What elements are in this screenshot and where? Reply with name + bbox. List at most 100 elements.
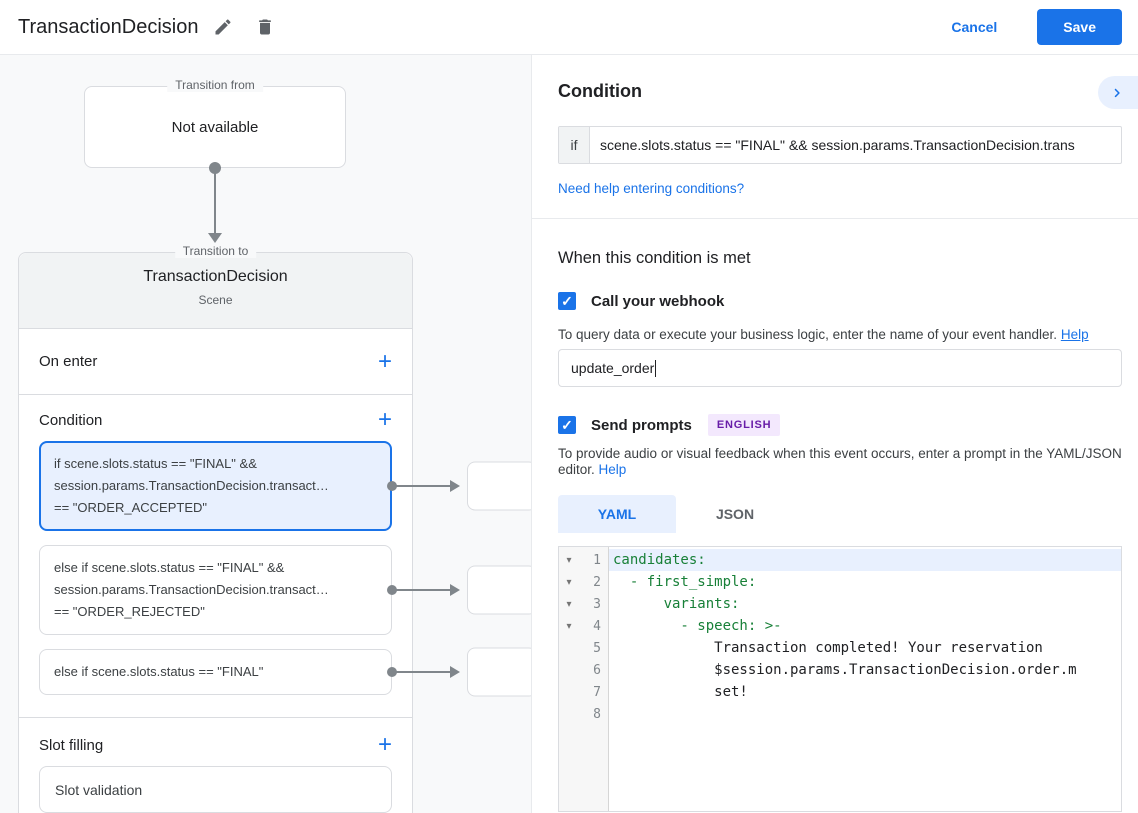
- gutter-row: 7: [559, 681, 608, 703]
- line-number: 3: [593, 596, 601, 612]
- code-line[interactable]: variants:: [609, 593, 1121, 615]
- line-number: 7: [593, 684, 601, 700]
- condition-text-line: else if scene.slots.status == "FINAL": [54, 664, 264, 679]
- page-title: TransactionDecision: [18, 15, 199, 38]
- line-number: 1: [593, 552, 601, 568]
- code-line[interactable]: - first_simple:: [609, 571, 1121, 593]
- panel-title: Condition: [558, 81, 642, 101]
- gutter-row: ▾3: [559, 593, 608, 615]
- transition-from-legend: Transition from: [167, 78, 263, 92]
- line-number: 4: [593, 618, 601, 634]
- condition-item-card[interactable]: if scene.slots.status == "FINAL" && sessi…: [39, 441, 392, 531]
- if-label: if: [559, 127, 590, 163]
- collapse-panel-button[interactable]: [1098, 76, 1138, 109]
- prompt-format-tabs: YAML JSON: [558, 495, 1122, 533]
- yaml-plain-text: Transaction completed! Your reservation: [613, 640, 1043, 656]
- top-bar: TransactionDecision Cancel Save: [0, 0, 1138, 55]
- add-icon[interactable]: +: [377, 731, 392, 758]
- transition-target-box[interactable]: [467, 461, 531, 511]
- yaml-plain-text: $session.params.TransactionDecision.orde…: [613, 662, 1077, 678]
- scene-card-header[interactable]: TransactionDecision Scene: [19, 253, 412, 329]
- gutter-row: 6: [559, 659, 608, 681]
- on-enter-section: On enter +: [19, 329, 412, 395]
- conditions-help-link[interactable]: Need help entering conditions?: [558, 181, 745, 196]
- transition-from-box[interactable]: Transition from Not available: [84, 78, 346, 168]
- connector-line: [396, 485, 450, 487]
- code-line[interactable]: set!: [609, 681, 1121, 703]
- transition-to-legend: Transition to: [174, 244, 257, 258]
- condition-expression-input[interactable]: scene.slots.status == "FINAL" && session…: [600, 137, 1075, 153]
- tab-yaml[interactable]: YAML: [558, 495, 676, 533]
- gutter-row: ▾1: [559, 549, 608, 571]
- fold-arrow-icon[interactable]: ▾: [566, 598, 572, 610]
- connector-dot: [387, 667, 397, 677]
- call-webhook-row: ✓ Call your webhook: [558, 292, 1122, 310]
- text-caret: [655, 359, 657, 377]
- fold-arrow-icon[interactable]: ▾: [566, 554, 572, 566]
- cancel-button[interactable]: Cancel: [951, 19, 998, 35]
- condition-detail-panel: Condition if scene.slots.status == "FINA…: [532, 55, 1138, 813]
- code-line[interactable]: $session.params.TransactionDecision.orde…: [609, 659, 1121, 681]
- save-button[interactable]: Save: [1037, 9, 1122, 45]
- pencil-icon: [215, 19, 231, 35]
- webhook-help-link[interactable]: Help: [1060, 327, 1089, 342]
- condition-text-line: else if scene.slots.status == "FINAL" &&: [54, 560, 285, 575]
- slot-validation-card[interactable]: Slot validation: [39, 766, 392, 813]
- chevron-right-icon: [1114, 88, 1120, 97]
- fold-arrow-icon[interactable]: ▾: [566, 620, 572, 632]
- arrow-right-icon: [450, 480, 460, 492]
- condition-text-line: session.params.TransactionDecision.trans…: [54, 478, 329, 493]
- delete-scene-button[interactable]: [248, 10, 282, 44]
- arrow-down-icon: [208, 233, 222, 243]
- condition-text-line: == "ORDER_REJECTED": [54, 604, 205, 619]
- send-prompts-label: Send prompts: [591, 416, 692, 434]
- yaml-key-text: - first_simple:: [613, 574, 757, 590]
- line-number: 8: [593, 706, 601, 722]
- add-icon[interactable]: +: [377, 406, 392, 433]
- condition-item: if scene.slots.status == "FINAL" && sessi…: [39, 441, 531, 531]
- section-divider: [532, 218, 1138, 219]
- code-line[interactable]: [609, 703, 1121, 725]
- gutter-row: 5: [559, 637, 608, 659]
- arrow-right-icon: [450, 584, 460, 596]
- code-line[interactable]: candidates:: [609, 549, 1121, 571]
- editor-code[interactable]: candidates: - first_simple: variants: - …: [609, 547, 1121, 811]
- connector-dot: [209, 162, 221, 174]
- prompts-help-link[interactable]: Help: [598, 462, 627, 477]
- scene-diagram-canvas: Transition from Not available Transition…: [0, 55, 532, 813]
- yaml-key-text: variants:: [613, 596, 740, 612]
- event-handler-input[interactable]: update_order: [558, 349, 1122, 387]
- fold-arrow-icon[interactable]: ▾: [566, 576, 572, 588]
- condition-section-label: Condition: [39, 411, 103, 429]
- check-icon: ✓: [561, 293, 573, 309]
- line-number: 2: [593, 574, 601, 590]
- yaml-key-text: - speech: >-: [613, 618, 782, 634]
- code-line[interactable]: Transaction completed! Your reservation: [609, 637, 1121, 659]
- event-handler-value: update_order: [571, 360, 655, 376]
- edit-title-button[interactable]: [206, 10, 240, 44]
- condition-items: if scene.slots.status == "FINAL" && sessi…: [39, 441, 531, 697]
- condition-text-line: if scene.slots.status == "FINAL" &&: [54, 456, 257, 471]
- transition-from-value: Not available: [171, 118, 259, 136]
- line-number: 6: [593, 662, 601, 678]
- connector-dot: [387, 481, 397, 491]
- trash-icon: [259, 19, 272, 35]
- condition-item-card[interactable]: else if scene.slots.status == "FINAL" &&…: [39, 545, 392, 635]
- yaml-key-text: candidates:: [613, 552, 706, 568]
- condition-text-line: == "ORDER_ACCEPTED": [54, 500, 207, 515]
- condition-item-card[interactable]: else if scene.slots.status == "FINAL": [39, 649, 392, 695]
- condition-text-line: session.params.TransactionDecision.trans…: [54, 582, 329, 597]
- yaml-plain-text: set!: [613, 684, 748, 700]
- transition-target-box[interactable]: [467, 647, 531, 697]
- gutter-row: 8: [559, 703, 608, 725]
- code-line[interactable]: - speech: >-: [609, 615, 1121, 637]
- slot-filling-section: Slot filling + Slot validation: [19, 718, 412, 813]
- add-icon[interactable]: +: [377, 347, 392, 375]
- send-prompts-checkbox[interactable]: ✓: [558, 416, 576, 434]
- transition-target-box[interactable]: [467, 565, 531, 615]
- call-webhook-checkbox[interactable]: ✓: [558, 292, 576, 310]
- call-webhook-label: Call your webhook: [591, 292, 725, 310]
- slot-filling-label: Slot filling: [39, 736, 104, 754]
- tab-json[interactable]: JSON: [715, 506, 755, 522]
